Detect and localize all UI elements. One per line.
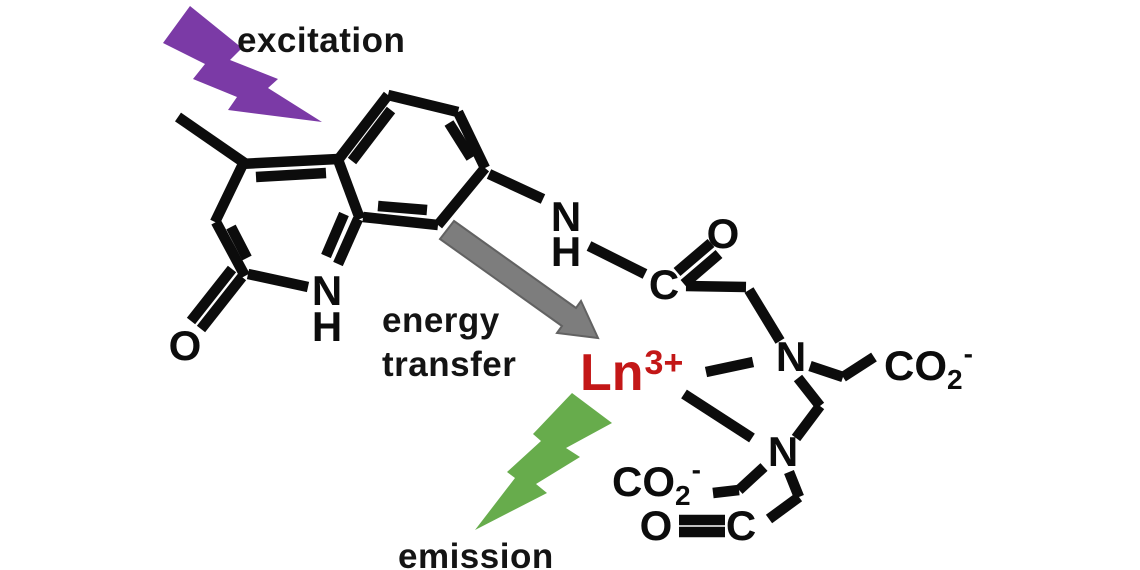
bond-line bbox=[586, 241, 648, 279]
carboxylate-bottom-base: CO bbox=[612, 458, 675, 505]
chelator-nitrogen2-label: N bbox=[767, 428, 799, 475]
chelator-nitrogen1-label: N bbox=[775, 333, 807, 380]
lanthanide-ion-label: Ln3+ bbox=[580, 346, 683, 399]
bond-line bbox=[685, 280, 747, 293]
carboxylate-right-subscript: 2 bbox=[947, 364, 963, 395]
bond-lines bbox=[175, 89, 877, 538]
bond-line bbox=[175, 112, 249, 169]
bond-line bbox=[712, 484, 740, 499]
carboxylate-bottom-label: CO2- bbox=[612, 456, 701, 510]
bond-line bbox=[332, 155, 365, 221]
bond-line bbox=[673, 239, 715, 276]
bottom-carbonyl-oxygen-label: O bbox=[639, 502, 673, 549]
bond-line bbox=[347, 106, 396, 165]
energy-transfer-arrow-shape bbox=[438, 219, 600, 340]
carboxylate-bottom-subscript: 2 bbox=[675, 480, 691, 511]
emission-label: emission bbox=[398, 537, 554, 570]
emission-bolt-icon bbox=[475, 393, 612, 530]
bond-line bbox=[744, 287, 785, 344]
bond-line bbox=[196, 273, 247, 333]
ring-nitrogen-label: N bbox=[311, 267, 343, 314]
bond-line bbox=[186, 265, 237, 325]
lanthanide-charge: 3+ bbox=[644, 344, 684, 382]
bond-line bbox=[793, 374, 825, 410]
energy-transfer-arrow-icon bbox=[438, 219, 600, 340]
amide-oxygen-label: O bbox=[706, 210, 740, 257]
bond-line bbox=[362, 211, 439, 231]
excitation-label: excitation bbox=[237, 21, 406, 60]
energy-transfer-label-line1: energy bbox=[382, 301, 500, 340]
ring-carbonyl-oxygen-label: O bbox=[168, 322, 202, 369]
excitation-bolt-icon bbox=[163, 6, 322, 122]
bond-line bbox=[377, 200, 428, 216]
bottom-carbonyl-carbon-label: C bbox=[725, 502, 757, 549]
carboxylate-right-base: CO bbox=[884, 342, 947, 389]
bond-line bbox=[808, 361, 845, 382]
amide-hydrogen-label: H bbox=[550, 228, 582, 275]
amide-nitrogen-label: N bbox=[550, 193, 582, 240]
bond-line bbox=[211, 219, 250, 279]
amide-carbon-label: C bbox=[648, 261, 680, 308]
bond-line bbox=[704, 356, 755, 378]
bond-line bbox=[791, 402, 825, 442]
bond-line bbox=[333, 91, 393, 164]
bond-line bbox=[333, 216, 363, 267]
bond-line bbox=[386, 89, 460, 118]
bond-line bbox=[444, 120, 476, 161]
bond-line bbox=[680, 250, 723, 288]
bond-line bbox=[840, 352, 877, 382]
energy-transfer-label-line2: transfer bbox=[382, 345, 517, 385]
bond-line bbox=[433, 164, 490, 229]
energy-transfer-label: energy transfer bbox=[382, 299, 516, 387]
bond-line bbox=[239, 153, 339, 170]
bond-line bbox=[453, 109, 490, 171]
bond-line bbox=[735, 463, 768, 494]
bond-line bbox=[246, 268, 310, 293]
bond-line bbox=[210, 163, 247, 225]
bond-line bbox=[784, 470, 804, 499]
bond-line bbox=[681, 389, 755, 443]
bond-line bbox=[486, 169, 546, 204]
ring-nh-hydrogen-label: H bbox=[311, 303, 343, 350]
lanthanide-symbol: Ln bbox=[580, 344, 644, 402]
carboxylate-right-superscript: - bbox=[963, 338, 973, 369]
bond-line bbox=[321, 211, 349, 259]
bond-line bbox=[255, 167, 327, 183]
carboxylate-bottom-superscript: - bbox=[691, 454, 701, 485]
carboxylate-right-label: CO2- bbox=[884, 340, 973, 394]
bond-line bbox=[226, 224, 252, 261]
bond-line bbox=[765, 492, 803, 524]
